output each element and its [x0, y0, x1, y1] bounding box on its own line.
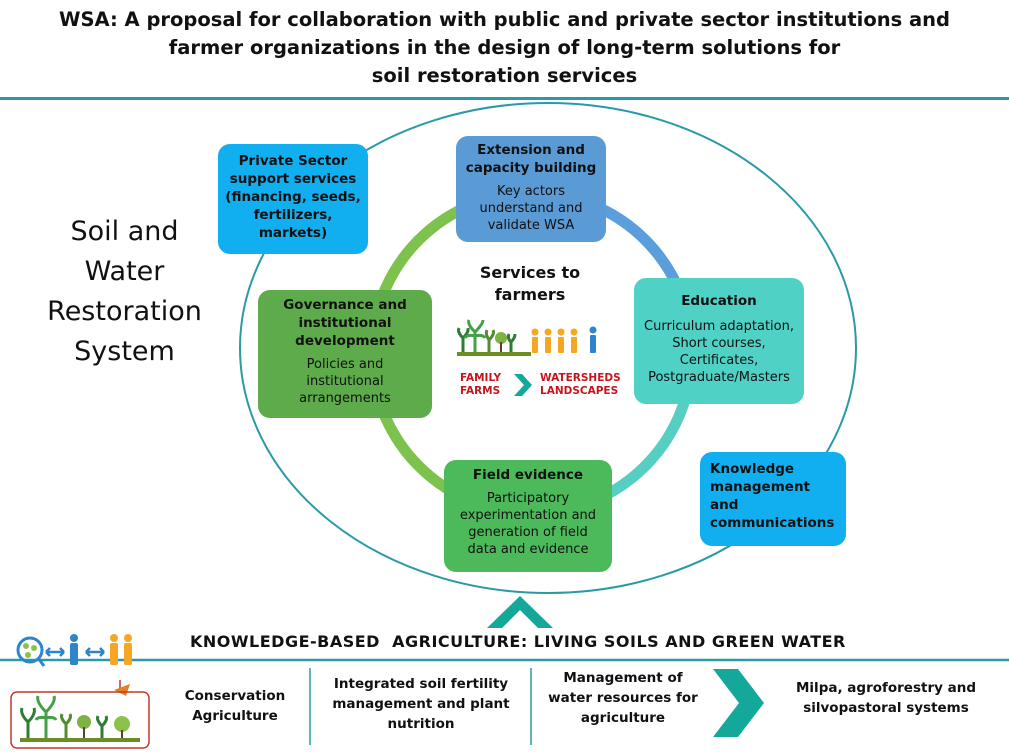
chevron-right-icon: [514, 374, 532, 396]
extension-body-1: Key actors: [497, 184, 565, 199]
education-body-4: Postgraduate/Masters: [648, 370, 790, 385]
system-label-line-1: Soil and: [70, 216, 179, 247]
water-management-line-2: water resources for: [548, 690, 698, 706]
education-body-3: Certificates,: [679, 353, 759, 368]
private-sector-box: Private Sector support services (financi…: [218, 144, 368, 254]
crop-field-icon: [10, 680, 150, 749]
page-title: WSA: A proposal for collaboration with p…: [0, 6, 1009, 90]
watersheds-line-2: LANDSCAPES: [540, 385, 619, 397]
private-sector-line-2: support services: [229, 171, 357, 187]
knowledge-line-2: management: [710, 479, 811, 495]
private-sector-line-1: Private Sector: [238, 153, 348, 169]
title-line-3: soil restoration services: [371, 64, 638, 87]
water-management-line-3: agriculture: [580, 710, 666, 726]
private-sector-line-4: fertilizers,: [253, 207, 333, 223]
governance-body-2: institutional: [306, 374, 384, 389]
governance-body-1: Policies and: [306, 357, 384, 372]
milpa-line-1: Milpa, agroforestry and: [796, 680, 976, 696]
knowledge-line-4: communications: [710, 515, 835, 531]
extension-body-2: understand and: [479, 201, 583, 216]
bottom-item-conservation: Conservation Agriculture: [160, 686, 310, 726]
governance-heading-3: development: [295, 333, 395, 349]
field-evidence-body-2: experimentation and: [459, 508, 597, 523]
kba-title: KNOWLEDGE-BASED AGRICULTURE: LIVING SOIL…: [190, 632, 846, 651]
knowledge-line-3: and: [710, 497, 739, 513]
education-body-2: Short courses,: [672, 336, 766, 351]
watersheds-line-1: WATERSHEDS: [540, 372, 621, 384]
soil-fertility-line-2: management and plant: [332, 696, 510, 712]
family-farms-label: FAMILY FARMS: [460, 372, 506, 398]
field-evidence-heading: Field evidence: [472, 467, 584, 483]
field-evidence-body-3: generation of field: [468, 525, 588, 540]
private-sector-line-3: (financing, seeds,: [225, 189, 361, 205]
center-title-line-2: farmers: [494, 285, 566, 304]
private-sector-line-5: markets): [258, 225, 328, 241]
center-title-line-1: Services to: [479, 263, 581, 282]
extension-body-3: validate WSA: [487, 218, 575, 233]
system-label-line-3: Restoration: [47, 296, 202, 327]
title-divider: [0, 97, 1009, 100]
bottom-item-milpa: Milpa, agroforestry and silvopastoral sy…: [768, 678, 1004, 718]
extension-box: Extension and capacity building Key acto…: [456, 136, 606, 242]
soil-fertility-line-1: Integrated soil fertility: [333, 676, 509, 692]
water-management-line-1: Management of: [563, 670, 683, 686]
knowledge-line-1: Knowledge: [710, 461, 795, 477]
conservation-line-1: Conservation: [184, 688, 286, 704]
field-evidence-body-4: data and evidence: [467, 542, 589, 557]
field-evidence-body-1: Participatory: [486, 491, 570, 506]
system-label-line-2: Water: [84, 256, 165, 287]
bottom-item-soil-fertility: Integrated soil fertility management and…: [314, 674, 528, 734]
outer-ellipse: [239, 102, 857, 594]
watersheds-label: WATERSHEDS LANDSCAPES: [540, 372, 630, 398]
governance-box: Governance and institutional development…: [258, 290, 432, 418]
chevron-right-icon: [713, 669, 764, 737]
milpa-line-2: silvopastoral systems: [803, 700, 969, 716]
knowledge-box: Knowledge management and communications: [700, 452, 846, 546]
up-chevron-icon: [487, 596, 553, 628]
governance-body-3: arrangements: [299, 391, 391, 406]
governance-heading-1: Governance and: [283, 297, 407, 313]
people-exchange-icon: [16, 634, 132, 667]
field-evidence-box: Field evidence Participatory experimenta…: [444, 460, 612, 572]
family-farms-line-2: FARMS: [460, 385, 501, 397]
bottom-item-water-management: Management of water resources for agricu…: [536, 668, 710, 728]
title-line-1: WSA: A proposal for collaboration with p…: [58, 8, 951, 31]
system-label-line-4: System: [74, 336, 175, 367]
family-farms-line-1: FAMILY: [460, 372, 502, 384]
governance-heading-2: institutional: [298, 315, 392, 331]
center-title: Services to farmers: [460, 262, 600, 306]
education-box: Education Curriculum adaptation, Short c…: [634, 278, 804, 404]
extension-heading-1: Extension and: [477, 142, 585, 158]
title-line-2: farmer organizations in the design of lo…: [168, 36, 841, 59]
system-label: Soil and Water Restoration System: [22, 212, 227, 372]
soil-fertility-line-3: nutrition: [387, 716, 455, 732]
extension-heading-2: capacity building: [465, 160, 597, 176]
education-body-1: Curriculum adaptation,: [644, 319, 794, 334]
education-heading: Education: [681, 293, 757, 309]
farm-and-people-icon: [457, 319, 597, 356]
conservation-line-2: Agriculture: [192, 708, 278, 724]
